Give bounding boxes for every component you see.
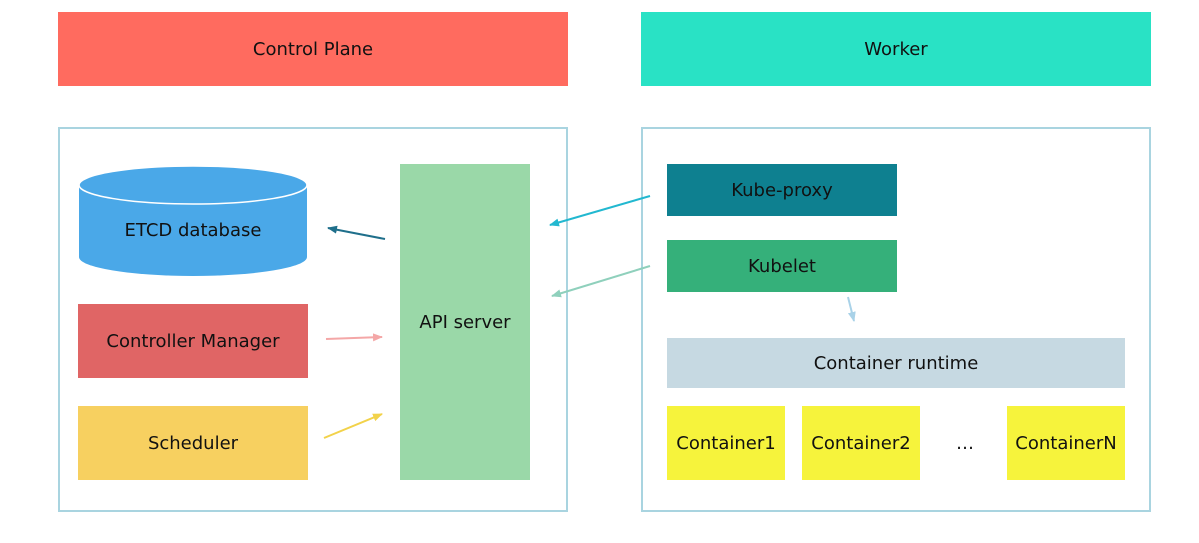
ellipsis-label-wrap: … — [935, 406, 995, 480]
api-server-box: API server — [400, 164, 530, 480]
container-runtime-label: Container runtime — [813, 352, 979, 374]
worker-header: Worker — [641, 12, 1151, 86]
container-ellipsis: … — [956, 432, 974, 454]
container-2-label: Container2 — [811, 432, 911, 454]
container-1-box: Container1 — [667, 406, 785, 480]
container-n-box: ContainerN — [1007, 406, 1125, 480]
etcd-database-cylinder — [78, 165, 308, 276]
controller-manager-label: Controller Manager — [106, 330, 280, 352]
scheduler-box: Scheduler — [78, 406, 308, 480]
etcd-database-label: ETCD database — [124, 219, 262, 241]
worker-header-label: Worker — [864, 38, 928, 60]
control-plane-header: Control Plane — [58, 12, 568, 86]
scheduler-label: Scheduler — [147, 432, 239, 454]
container-n-label: ContainerN — [1015, 432, 1117, 454]
kube-proxy-box: Kube-proxy — [667, 164, 897, 216]
kube-proxy-label: Kube-proxy — [731, 179, 833, 201]
container-runtime-box: Container runtime — [667, 338, 1125, 388]
container-1-label: Container1 — [676, 432, 776, 454]
kubelet-box: Kubelet — [667, 240, 897, 292]
api-server-label: API server — [419, 311, 511, 333]
controller-manager-box: Controller Manager — [78, 304, 308, 378]
control-plane-header-label: Control Plane — [252, 38, 374, 60]
kubelet-label: Kubelet — [748, 255, 816, 277]
container-2-box: Container2 — [802, 406, 920, 480]
